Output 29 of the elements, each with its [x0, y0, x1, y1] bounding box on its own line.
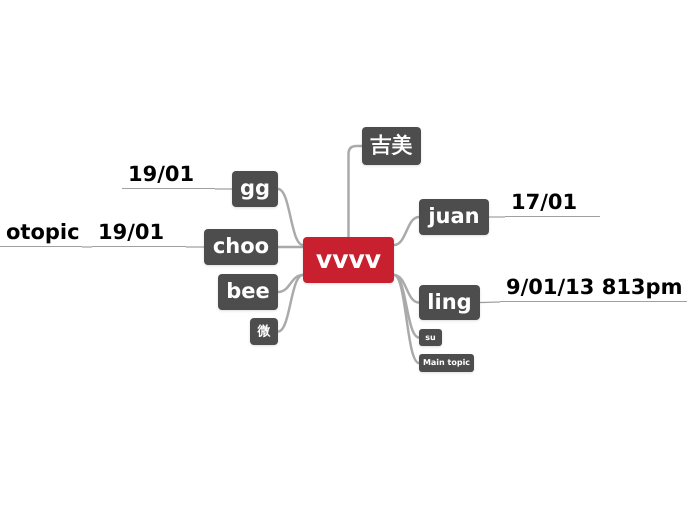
connector-line [278, 188, 304, 246]
connector-line [489, 216, 505, 218]
connector-line [278, 246, 303, 248]
connector-line [82, 246, 92, 248]
connector-line [278, 274, 304, 333]
connector-line [480, 301, 500, 304]
connector-line [394, 216, 420, 246]
topic-box: su [419, 329, 442, 346]
topic-box: gg [232, 171, 278, 207]
subtopic-text: otopic [0, 218, 82, 247]
subtopic-text: 19/01 [122, 160, 215, 189]
topic-box: ling [419, 285, 480, 320]
subtopic-text: 19/01 [92, 218, 186, 247]
connector-line [186, 246, 204, 248]
topic-box: 微 [250, 318, 278, 345]
connector-line [215, 188, 232, 190]
topic-box: Main topic [419, 354, 474, 372]
topic-box: choo [204, 229, 278, 265]
topic-box: juan [419, 199, 489, 235]
subtopic-text: 17/01 [505, 188, 600, 217]
topic-box: bee [218, 274, 278, 310]
connector-line [347, 144, 362, 237]
connector-line [394, 274, 420, 339]
central-topic-box: vvvv [303, 237, 394, 283]
subtopic-text: 9/01/13 813pm [500, 246, 687, 302]
connector-line [393, 274, 420, 364]
topic-box: 吉美 [362, 127, 421, 165]
connector-line [278, 274, 304, 294]
connector-line [394, 274, 420, 304]
